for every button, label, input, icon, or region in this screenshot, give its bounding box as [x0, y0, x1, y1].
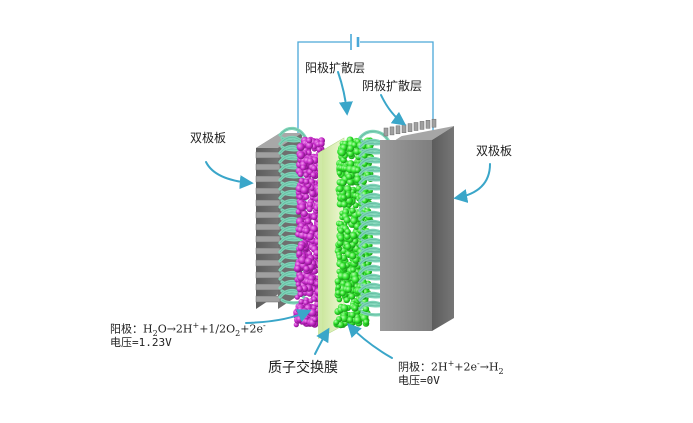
battery-icon: [350, 34, 360, 50]
power-circuit: [297, 41, 434, 135]
pointer-arrows: [205, 71, 491, 359]
cathode-prefix: 阴极：: [398, 360, 431, 374]
anode-voltage: 电压=1.23V: [110, 336, 172, 349]
cathode-diffusion-layer-label: 阴极扩散层: [362, 79, 423, 93]
bipolar-plate-left-label: 双极板: [190, 131, 227, 145]
bipolar-plate-right-label: 双极板: [476, 144, 513, 158]
cathode-reaction: 阴极：2H++2e-→H2: [398, 359, 504, 376]
proton-exchange-membrane-label: 质子交换膜: [268, 360, 338, 376]
anode-prefix: 阳极：: [110, 322, 143, 336]
cathode-voltage: 电压=0V: [398, 374, 440, 387]
bipolar-plate-right: [380, 118, 454, 331]
anode-reaction: 阳极：H2O→2H++1/2O2+2e-: [110, 321, 266, 338]
anode-diffusion-layer-label: 阳极扩散层: [305, 61, 366, 75]
